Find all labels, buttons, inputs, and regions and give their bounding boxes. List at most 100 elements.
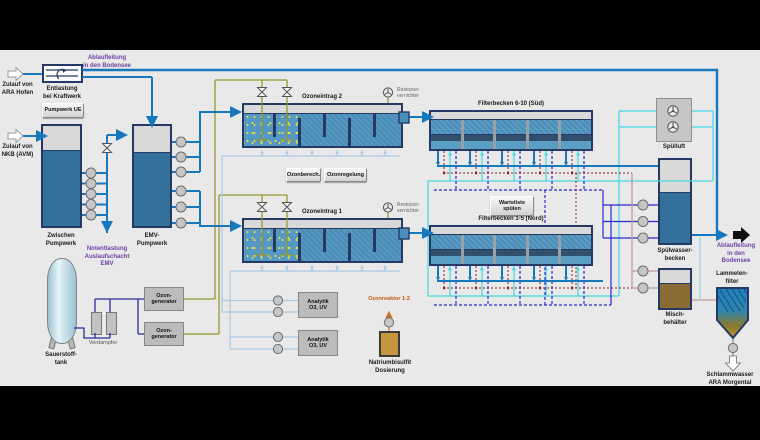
- label-ozonreaktor: Ozonreaktor 1-2: [368, 296, 410, 302]
- inflow-ara-arrow-icon: [7, 66, 24, 82]
- analytik-1-label: Analytik O3, UV: [307, 298, 329, 311]
- baffle: [373, 113, 376, 137]
- label-restozonvernichter-1: Restozon- vernichter: [397, 202, 420, 214]
- pump-icon: [85, 188, 97, 200]
- misch-freeboard: [660, 270, 690, 284]
- baffle: [273, 113, 276, 137]
- analytik-box-2: Analytik O3, UV: [298, 330, 338, 356]
- pump-icon: [85, 167, 97, 179]
- filter-cell: [525, 120, 559, 149]
- pump-icon: [383, 317, 395, 328]
- filter-inlet-channel: [431, 112, 591, 120]
- pump-icon: [637, 282, 649, 294]
- fan-icon: [667, 121, 679, 133]
- baffle: [348, 233, 351, 261]
- filterbecken-nord-basin: [429, 225, 593, 266]
- label-ablaufleitung-right: Ablaufleitung in den Bodensee: [716, 243, 756, 264]
- baffle: [323, 228, 326, 252]
- emv-pumpwerk-tank: [132, 124, 172, 228]
- pump-icon: [637, 232, 649, 244]
- label-notentlastung: Notentlastung Auslaufschacht EMV: [84, 246, 130, 267]
- ozonregelung-button-label: Ozonregelung: [327, 171, 364, 178]
- valve-icon: [281, 87, 293, 97]
- pump-icon: [175, 136, 187, 148]
- ozonregelung-button[interactable]: Ozonregelung: [324, 168, 367, 182]
- basin-freeboard: [244, 105, 401, 114]
- ozongenerator-1-box: Ozon- generator: [144, 287, 184, 311]
- warteliste-spuelen-button[interactable]: Warteliste spülen: [490, 196, 534, 216]
- label-filterbecken-sued: Filterbecken 6-10 (Süd): [477, 101, 545, 107]
- pump-icon: [175, 201, 187, 213]
- backwash-water-pipes: [434, 151, 658, 306]
- sludge-pipes: [443, 151, 632, 289]
- fan-icon: [667, 105, 679, 117]
- filter-cell: [525, 235, 559, 264]
- ozonberech-button[interactable]: Ozonberech.: [286, 168, 321, 182]
- label-mischbehaelter: Misch- behälter: [663, 312, 687, 326]
- zwischen-freeboard: [43, 126, 80, 151]
- sludge-junction-dots: [443, 172, 574, 290]
- mischbehaelter-tank: [658, 268, 692, 310]
- pump-icon: [272, 331, 284, 343]
- label-natriumbisulfit: Natriumbisulfit Dosierung: [368, 360, 412, 374]
- ozongenerator-1-label: Ozon- generator: [151, 292, 177, 305]
- entlastung-internals: [46, 68, 78, 80]
- filter-cell: [431, 235, 461, 264]
- filter-cell: [493, 235, 526, 264]
- ozongenerator-2-box: Ozon- generator: [144, 322, 184, 346]
- baffle: [348, 118, 351, 146]
- analytik-2-label: Analytik O3, UV: [307, 336, 329, 349]
- sampling-arrowheads: [260, 152, 387, 271]
- warteliste-button-label: Warteliste spülen: [498, 199, 526, 212]
- pump-icon: [637, 199, 649, 211]
- ozoneintrag-2-basin: [242, 103, 403, 148]
- label-lamellenfilter: Lammelen- filter: [716, 271, 748, 285]
- pump-icon: [637, 216, 649, 227]
- entlastung-box: [42, 64, 83, 83]
- filter-cell: [558, 235, 591, 264]
- baffle: [273, 228, 276, 252]
- lamellenfilter-vessel: [716, 287, 749, 340]
- pump-icon: [727, 342, 739, 354]
- fan-icons: [382, 87, 679, 213]
- restozon-fan-icon: [382, 202, 394, 213]
- verdampfer-unit: [91, 312, 102, 335]
- ozongenerator-2-label: Ozon- generator: [151, 327, 177, 340]
- filter-cell: [493, 120, 526, 149]
- label-sauerstofftank: Sauerstoff- tank: [45, 352, 77, 366]
- label-zwischen-pumpwerk: Zwischen Pumpwerk: [45, 233, 77, 247]
- pumpwerk-ue-button[interactable]: Pumpwerk UE: [42, 103, 84, 118]
- natriumbisulfit-box: [379, 331, 400, 357]
- label-verdampfer: Verdampfer: [88, 340, 118, 346]
- oxygen-pipes: [74, 298, 144, 339]
- valve-icon: [256, 87, 268, 97]
- pump-icon: [175, 151, 187, 163]
- label-spuelwasserbecken: Spülwasser- becken: [657, 248, 693, 262]
- pump-icon: [85, 209, 97, 221]
- pump-icon: [272, 306, 284, 318]
- filter-cell: [460, 235, 494, 264]
- label-spuelluft: Spülluft: [662, 144, 686, 150]
- basin-outlet-stub: [398, 227, 410, 240]
- label-restozonvernichter-2: Restozon- vernichter: [397, 87, 420, 99]
- ozonberech-button-label: Ozonberech.: [286, 171, 321, 178]
- pump-icon: [272, 295, 284, 306]
- cyan-arrowheads: [448, 151, 580, 271]
- pump-icons: [85, 136, 739, 355]
- verdampfer-unit: [106, 312, 117, 335]
- valve-icon: [256, 202, 268, 212]
- pump-icon: [272, 343, 284, 355]
- label-emv-pumpwerk: EMV- Pumpwerk: [136, 233, 168, 247]
- filterbecken-sued-basin: [429, 110, 593, 151]
- filter-cell: [460, 120, 494, 149]
- valve-icon: [101, 143, 113, 153]
- baffle: [298, 118, 301, 146]
- basin-freeboard: [244, 220, 401, 229]
- filter-cell: [431, 120, 461, 149]
- label-ablaufleitung-top: Ablaufleitung in den Bodensee: [82, 55, 131, 69]
- filter-inlet-channel: [431, 227, 591, 235]
- pump-icon: [85, 199, 97, 210]
- label-ozoneintrag-2: Ozoneintrag 2: [301, 94, 342, 100]
- label-entlastung: Entlastung bei Kraftwerk: [42, 86, 81, 100]
